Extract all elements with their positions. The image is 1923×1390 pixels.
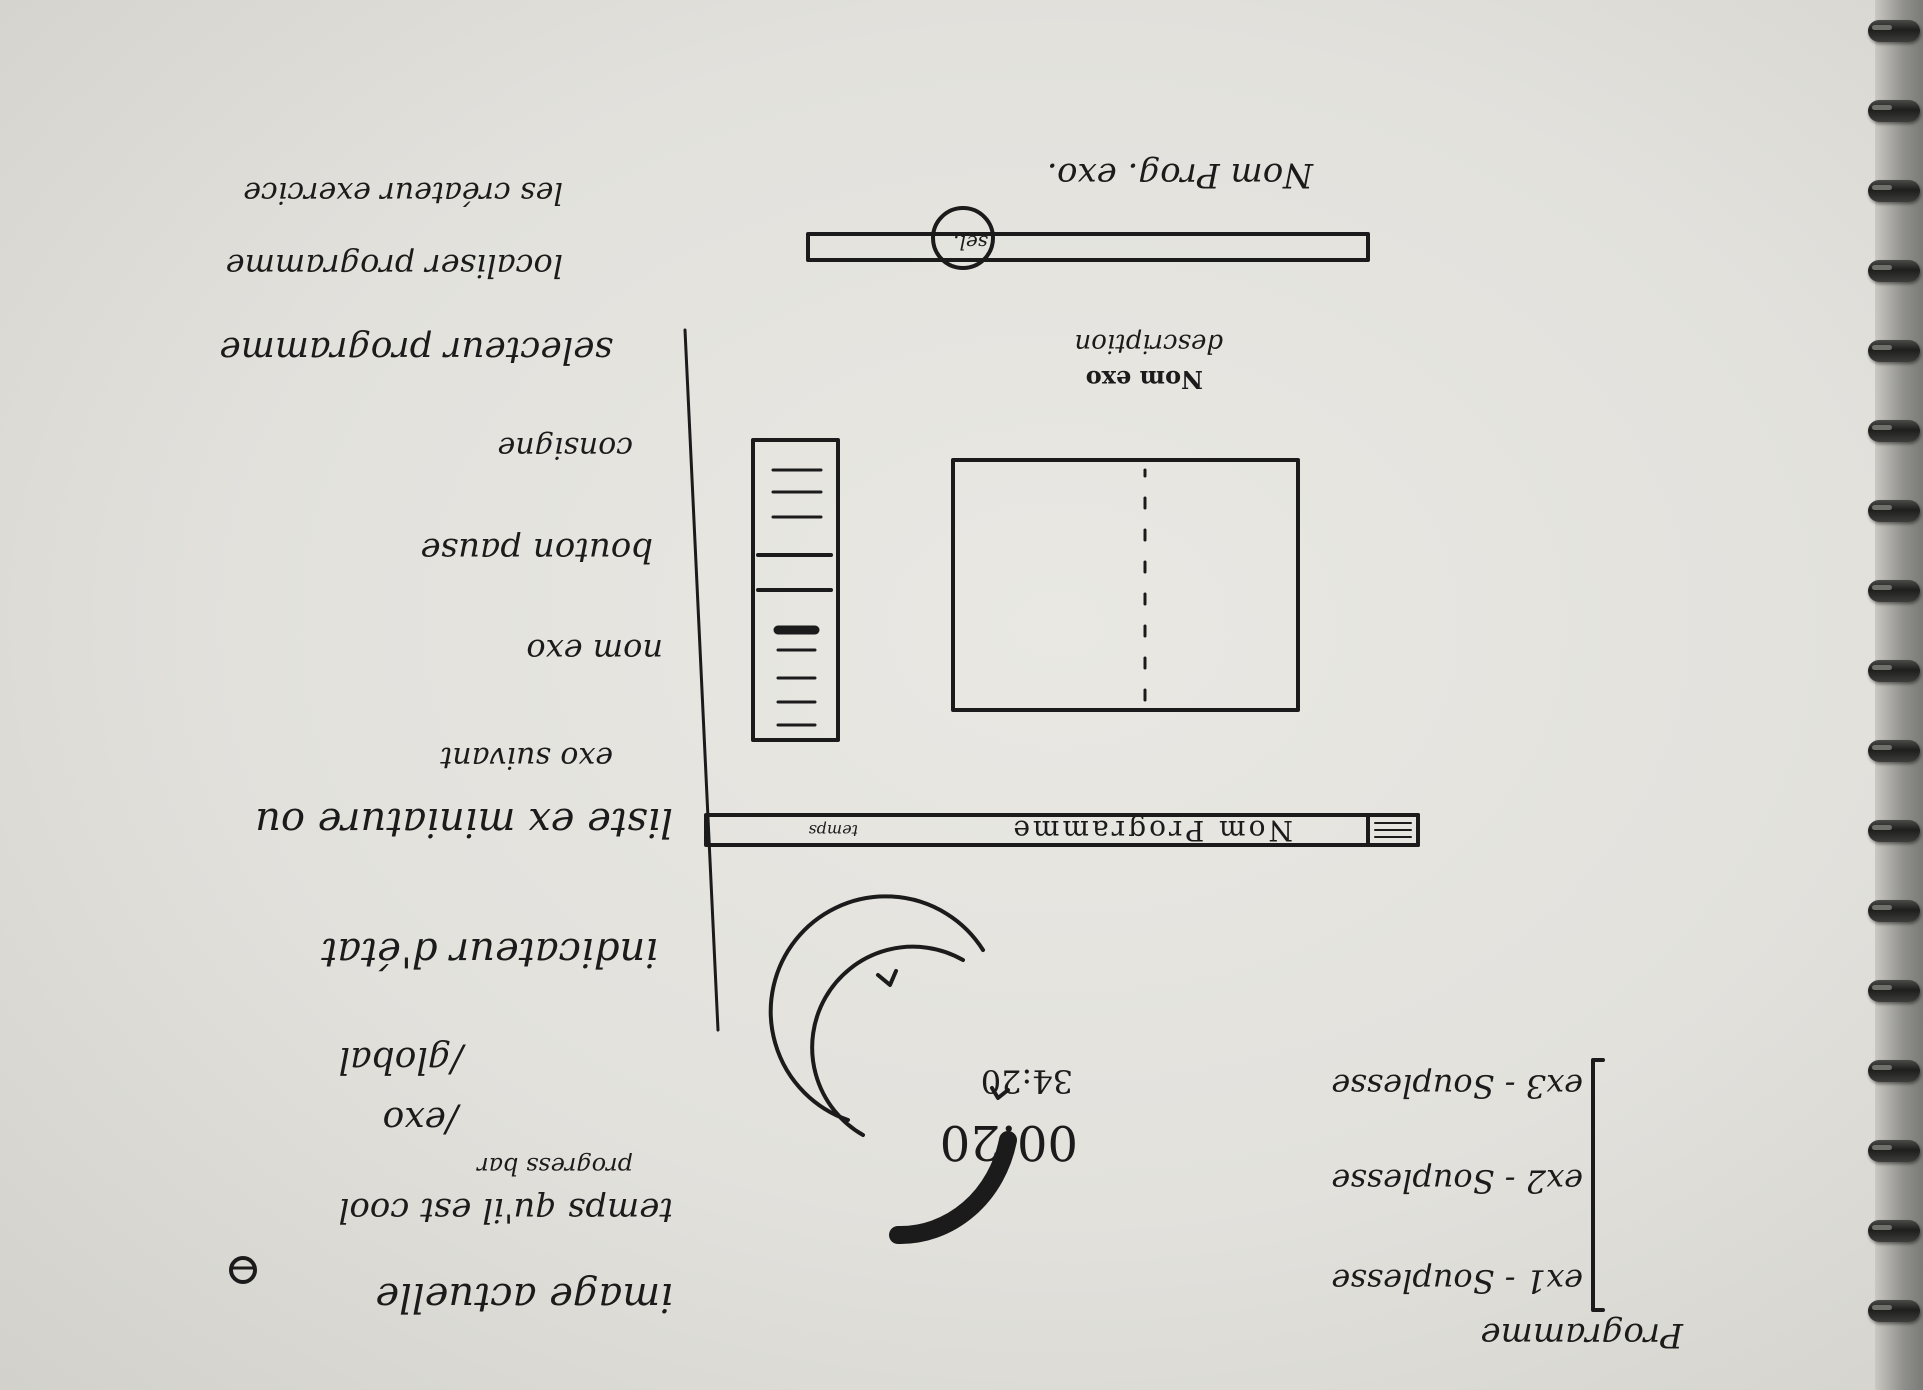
note-5: /global	[338, 1039, 463, 1080]
note-3: progress bar	[477, 1152, 633, 1180]
timer-progress-arc	[889, 1131, 1017, 1245]
sel-circle	[931, 206, 995, 270]
timer-inner-arc	[810, 944, 965, 1137]
note-13: localiser programme	[225, 247, 563, 285]
binding-ring	[1868, 100, 1920, 122]
binding-ring	[1868, 740, 1920, 762]
programme-title: Programme	[1480, 1315, 1684, 1355]
binding-ring	[1868, 1300, 1920, 1322]
note-12: selecteur programme	[219, 329, 613, 370]
binding-ring	[1868, 980, 1920, 1002]
programme-item-1: ex1 - Souplesse	[1331, 1262, 1583, 1300]
note-9: nom exo	[526, 632, 663, 670]
note-1: image actuelle	[375, 1274, 673, 1320]
binding-ring	[1868, 660, 1920, 682]
note-2: temps qu'il est cool	[338, 1190, 673, 1230]
header-text: Nom Prog. exo.	[1046, 155, 1313, 195]
exo-title: Nom exo	[1085, 365, 1203, 394]
programme-bracket	[1591, 1058, 1605, 1312]
spiral-binding	[1875, 0, 1923, 1390]
notes-rule	[683, 328, 720, 1032]
binding-ring	[1868, 180, 1920, 202]
programme-item-2: ex2 - Souplesse	[1331, 1162, 1583, 1200]
binding-ring	[1868, 340, 1920, 362]
binding-ring	[1868, 500, 1920, 522]
timer-outer-arc	[768, 894, 985, 1122]
binding-ring	[1868, 260, 1920, 282]
program-bar-icon-box	[1366, 813, 1420, 847]
image-frame	[951, 458, 1300, 712]
note-14: les créateur exercice	[243, 175, 563, 210]
binding-ring	[1868, 1140, 1920, 1162]
program-bar-label: Nom Programme	[1010, 814, 1293, 847]
note-10: bouton pause	[420, 530, 653, 570]
timer-small: 34:20	[980, 1062, 1073, 1100]
header-bar	[806, 232, 1370, 262]
note-6: indicateur d'état	[321, 929, 658, 975]
note-4: /exo	[382, 1099, 458, 1140]
note-11: consigne	[497, 430, 633, 465]
binding-ring	[1868, 1060, 1920, 1082]
binding-ring	[1868, 20, 1920, 42]
binding-ring	[1868, 900, 1920, 922]
note-8: exo suivant	[440, 740, 613, 775]
program-bar-right: temps	[808, 821, 858, 840]
sel-circle-label: sel.	[953, 231, 988, 255]
timer-big: 00:20	[939, 1114, 1078, 1170]
binding-ring	[1868, 420, 1920, 442]
binding-ring	[1868, 820, 1920, 842]
programme-item-3: ex3 - Souplesse	[1331, 1067, 1583, 1105]
exercise-strip	[751, 438, 840, 742]
note-7: liste ex miniature ou	[255, 799, 673, 845]
exo-description: description	[1074, 328, 1223, 358]
binding-ring	[1868, 580, 1920, 602]
binding-ring	[1868, 1220, 1920, 1242]
